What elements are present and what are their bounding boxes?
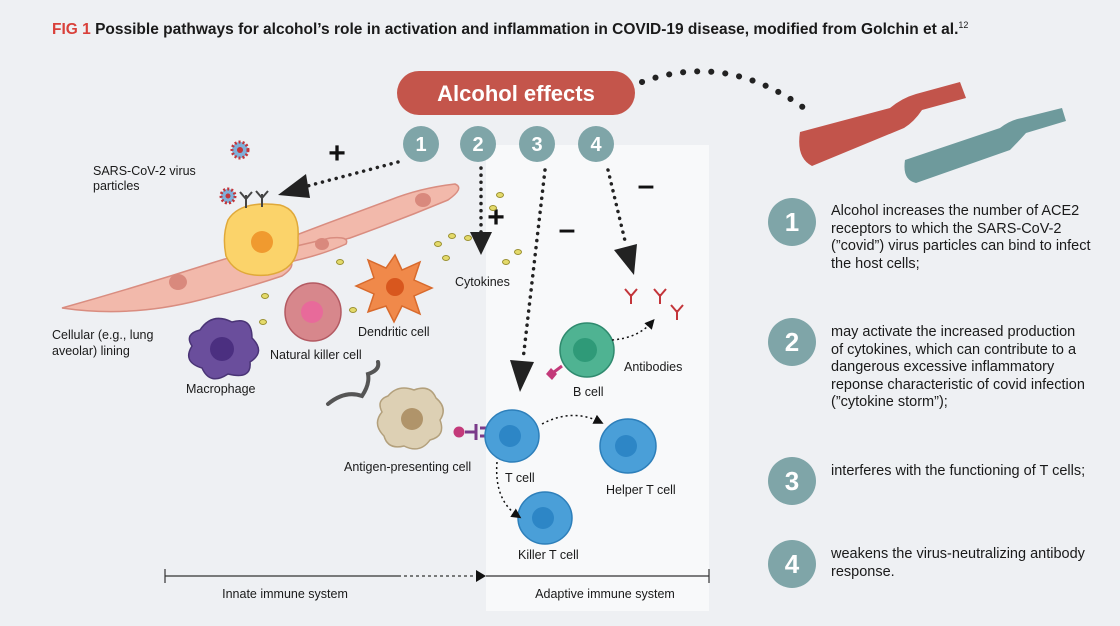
arrowhead-pathway-2 <box>470 232 492 255</box>
svg-text:1: 1 <box>415 134 426 156</box>
arrowhead-pathway-4 <box>614 244 637 275</box>
dendritic-cell <box>354 253 434 324</box>
antibodies-label: Antibodies <box>624 360 682 374</box>
legend-item-4-text: weakens the virus-neutralizing antibody … <box>831 546 1085 580</box>
b-cell-label: B cell <box>573 385 604 399</box>
apc-label: Antigen-presenting cell <box>344 460 471 474</box>
figure-label: FIG 1 <box>52 21 91 39</box>
svg-text:4: 4 <box>785 549 800 579</box>
arrow-pathway-4 <box>606 168 628 247</box>
plus-sign-1: + <box>328 137 346 170</box>
legend-item-3-text: interferes with the functioning of T cel… <box>831 463 1086 479</box>
lining-label-line2: aveolar) lining <box>52 344 130 358</box>
virus-particle-bound-icon <box>219 187 237 205</box>
banner-text: Alcohol effects <box>437 81 595 106</box>
b-cell <box>546 322 615 380</box>
arrow-pathway-1 <box>298 160 400 190</box>
svg-text:3: 3 <box>785 466 799 496</box>
alcohol-effects-banner: Alcohol effects <box>397 71 635 115</box>
killer-t-cell <box>517 491 573 545</box>
innate-immune-label: Innate immune system <box>222 587 348 601</box>
virus-label-line2: particles <box>93 179 140 193</box>
legend-number-4: 4 <box>768 540 816 588</box>
arrowhead-pathway-1 <box>278 174 310 198</box>
nk-cell-label: Natural killer cell <box>270 348 362 362</box>
svg-text:4: 4 <box>590 134 602 156</box>
cytokine-particles <box>259 192 522 325</box>
figure-reference: 12 <box>958 20 969 30</box>
t-to-killer-arrow <box>495 461 522 519</box>
figure-caption: FIG 1 Possible pathways for alcohol’s ro… <box>52 20 968 39</box>
receptor-link <box>453 424 486 440</box>
t-cell-label: T cell <box>505 471 535 485</box>
b-to-antibodies-arrow <box>611 318 655 341</box>
svg-text:3: 3 <box>531 134 542 156</box>
macrophage-label: Macrophage <box>186 382 256 396</box>
arrowhead-pathway-3 <box>510 360 534 392</box>
antigen-presenting-cell <box>376 387 444 450</box>
minus-sign-3: – <box>559 213 576 246</box>
legend-number-2: 2 <box>768 318 816 366</box>
legend-number-3: 3 <box>768 457 816 505</box>
helper-t-label: Helper T cell <box>606 483 676 497</box>
pathway-number-4: 4 <box>578 126 614 162</box>
arrow-pathway-3 <box>521 168 547 362</box>
cytokines-label: Cytokines <box>455 275 510 289</box>
legend-item-2-text: may activate the increased production of… <box>831 324 1085 410</box>
svg-text:1: 1 <box>785 207 799 237</box>
t-cell <box>484 409 540 463</box>
pathway-number-1: 1 <box>403 126 439 162</box>
svg-text:2: 2 <box>785 327 799 357</box>
lining-label-line1: Cellular (e.g., lung <box>52 328 153 342</box>
host-cell <box>223 190 299 277</box>
red-bottle-icon <box>799 82 966 166</box>
antigen-fragment <box>326 360 381 406</box>
helper-t-cell <box>599 418 657 474</box>
antibody-icons <box>624 288 684 320</box>
figure-title: Possible pathways for alcohol’s role in … <box>95 21 959 39</box>
macrophage-cell <box>187 317 260 380</box>
pathway-number-3: 3 <box>519 126 555 162</box>
virus-label-line1: SARS-CoV-2 virus <box>93 164 196 178</box>
natural-killer-cell <box>284 282 342 342</box>
adaptive-immune-label: Adaptive immune system <box>535 587 675 601</box>
banner-bottle-connector <box>639 68 815 117</box>
legend-number-1: 1 <box>768 198 816 246</box>
pathway-number-2: 2 <box>460 126 496 162</box>
dendritic-cell-label: Dendritic cell <box>358 325 430 339</box>
t-to-helper-arrow <box>541 414 604 425</box>
teal-bottle-icon <box>904 108 1066 183</box>
minus-sign-4: – <box>638 169 655 202</box>
immune-system-timeline <box>164 569 710 583</box>
svg-text:2: 2 <box>472 134 483 156</box>
virus-particle-icon <box>230 140 250 160</box>
killer-t-label: Killer T cell <box>518 548 579 562</box>
legend-item-1-text: Alcohol increases the number of ACE2 rec… <box>831 203 1091 272</box>
